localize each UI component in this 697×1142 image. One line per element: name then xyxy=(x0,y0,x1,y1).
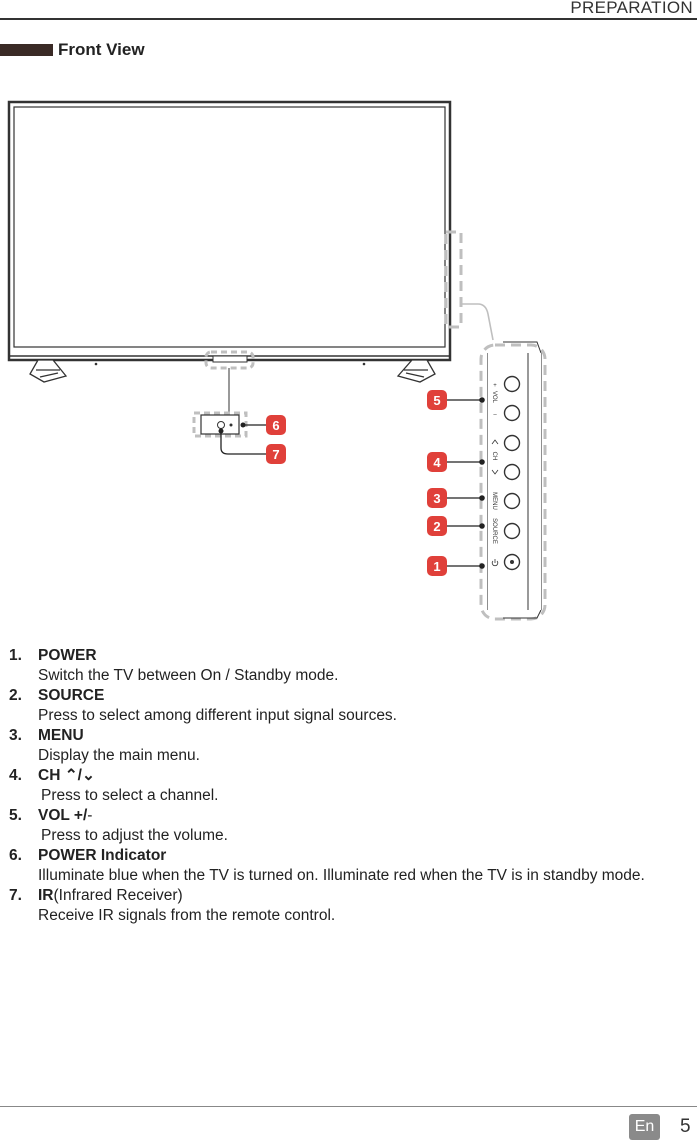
indicator-highlight xyxy=(204,350,255,370)
ch-up-icon xyxy=(491,439,499,445)
ch-down-button xyxy=(503,463,521,481)
list-item: 5. VOL +/- Press to adjust the volume. xyxy=(9,806,697,846)
list-item: 7. IR (Infrared Receiver) Receive IR sign… xyxy=(9,886,697,926)
callout-badge-2: 2 xyxy=(427,516,447,536)
control-panel-zoom-frame xyxy=(479,343,547,621)
callout-badge-1: 1 xyxy=(427,556,447,576)
power-indicator-icon xyxy=(229,423,233,427)
list-item: 2. SOURCE Press to select among different… xyxy=(9,686,697,726)
panel-callout-dots xyxy=(479,397,485,569)
right-stand xyxy=(396,359,436,383)
header-rule xyxy=(0,18,697,20)
source-button xyxy=(503,522,521,540)
left-stand xyxy=(29,359,68,383)
item-number: 3. xyxy=(9,727,22,744)
control-description-list: 1. POWER Switch the TV between On / Stand… xyxy=(9,646,697,926)
section-marker-bar xyxy=(0,44,53,56)
item-number: 6. xyxy=(9,847,22,864)
callout-badge-3: 3 xyxy=(427,488,447,508)
callout-badge-4: 4 xyxy=(427,452,447,472)
menu-button xyxy=(503,492,521,510)
side-panel-highlight xyxy=(444,230,463,329)
indicator-module xyxy=(212,355,248,363)
language-badge: En xyxy=(629,1114,660,1140)
vol-minus-button xyxy=(503,404,521,422)
list-item: 3. MENU Display the main menu. xyxy=(9,726,697,766)
item-number: 2. xyxy=(9,687,22,704)
vol-plus-label: + xyxy=(493,383,497,389)
tv-front-view-diagram: + VOL – CH MENU SOURCE 5 4 3 xyxy=(7,100,547,621)
list-item: 4. CH ⌃/⌄ Press to select a channel. xyxy=(9,766,697,806)
vol-label: VOL xyxy=(491,391,497,404)
tv-screen xyxy=(13,106,446,348)
power-button-dot xyxy=(510,560,514,564)
item-description: Illuminate blue when the TV is turned on… xyxy=(38,867,645,884)
item-title: SOURCE xyxy=(38,687,105,704)
vol-plus-button xyxy=(503,375,521,393)
callout-badge-5: 5 xyxy=(427,390,447,410)
panel-callout-lines xyxy=(447,399,482,567)
page-number: 5 xyxy=(680,1116,691,1137)
menu-label: MENU xyxy=(491,492,497,510)
item-number: 5. xyxy=(9,807,22,824)
item-description: Press to select a channel. xyxy=(41,787,219,804)
callout-line xyxy=(220,431,266,455)
panel-buttons xyxy=(503,375,521,571)
item-title: CH ⌃/⌄ xyxy=(38,767,95,784)
svg-text:2: 2 xyxy=(433,519,440,534)
svg-text:1: 1 xyxy=(433,559,440,574)
item-number: 4. xyxy=(9,767,22,784)
footer-rule xyxy=(0,1106,697,1107)
item-title: VOL +/ xyxy=(38,807,88,824)
item-description: Press to select among different input si… xyxy=(38,707,397,724)
item-number: 7. xyxy=(9,887,22,904)
item-title: MENU xyxy=(38,727,84,744)
item-title: IR xyxy=(38,887,54,904)
item-description: Display the main menu. xyxy=(38,747,200,764)
header-section-title: PREPARATION xyxy=(570,0,693,17)
source-label: SOURCE xyxy=(491,518,497,544)
item-description: Switch the TV between On / Standby mode. xyxy=(38,667,339,684)
ch-down-icon xyxy=(491,469,499,475)
power-symbol-icon xyxy=(491,559,499,567)
section-title: Front View xyxy=(58,40,145,59)
item-title: POWER xyxy=(38,647,97,664)
item-title-suffix: (Infrared Receiver) xyxy=(53,887,183,904)
control-panel-bevel xyxy=(503,341,542,619)
item-title-suffix: - xyxy=(87,807,93,824)
ch-up-button xyxy=(503,434,521,452)
list-item: 6. POWER Indicator Illuminate blue when t… xyxy=(9,846,697,886)
svg-text:6: 6 xyxy=(272,418,279,433)
vol-minus-label: – xyxy=(493,412,497,418)
callout-badge-7: 7 xyxy=(266,444,286,464)
svg-text:4: 4 xyxy=(433,455,441,470)
item-title: POWER Indicator xyxy=(38,847,167,864)
svg-text:7: 7 xyxy=(272,447,279,462)
ch-label: CH xyxy=(491,452,497,461)
tv-screw xyxy=(94,362,98,366)
svg-text:3: 3 xyxy=(433,491,440,506)
svg-text:5: 5 xyxy=(433,393,440,408)
list-item: 1. POWER Switch the TV between On / Stand… xyxy=(9,646,697,686)
side-panel-leader xyxy=(461,303,494,341)
callout-badge-6: 6 xyxy=(266,415,286,435)
tv-screw xyxy=(362,362,366,366)
item-number: 1. xyxy=(9,647,22,664)
ir-receiver-icon xyxy=(217,421,225,429)
item-description: Press to adjust the volume. xyxy=(41,827,228,844)
item-description: Receive IR signals from the remote contr… xyxy=(38,907,336,924)
